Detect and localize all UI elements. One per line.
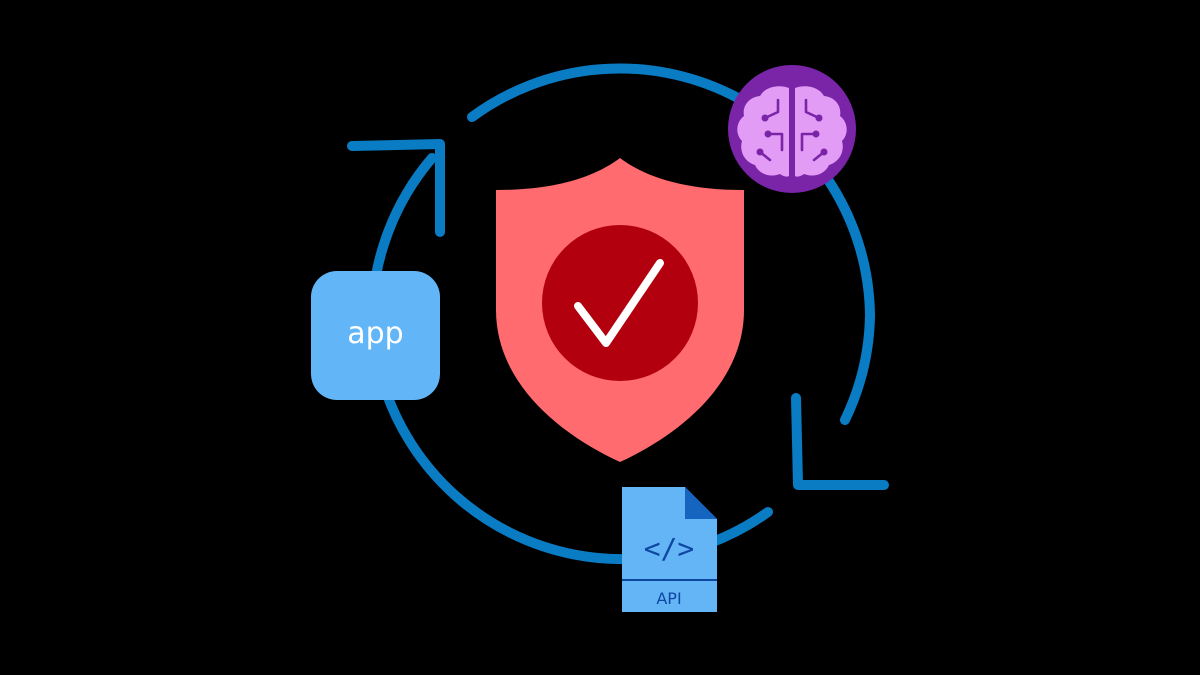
check-icon: [574, 259, 664, 347]
app-node: app: [311, 271, 440, 400]
ai-node: [728, 65, 856, 193]
cycle-arrowhead-bottom-right: [791, 393, 889, 490]
security-node: [496, 158, 744, 462]
app-tile-icon: [311, 271, 440, 400]
brain-circuit-traces: [758, 90, 826, 174]
cycle-arrowhead-top-left: [347, 139, 445, 237]
brain-circuit-nodes: [756, 114, 828, 156]
check-badge: [542, 225, 698, 381]
brain-circuit-icon: [737, 86, 847, 177]
api-label: API: [656, 589, 681, 608]
api-node: </> API: [622, 487, 717, 612]
brain-left-hemisphere: [737, 86, 789, 177]
api-code-glyph: </>: [644, 532, 695, 565]
brain-right-hemisphere: [795, 86, 847, 177]
api-document-fold: [685, 487, 717, 519]
app-label: app: [347, 316, 403, 351]
